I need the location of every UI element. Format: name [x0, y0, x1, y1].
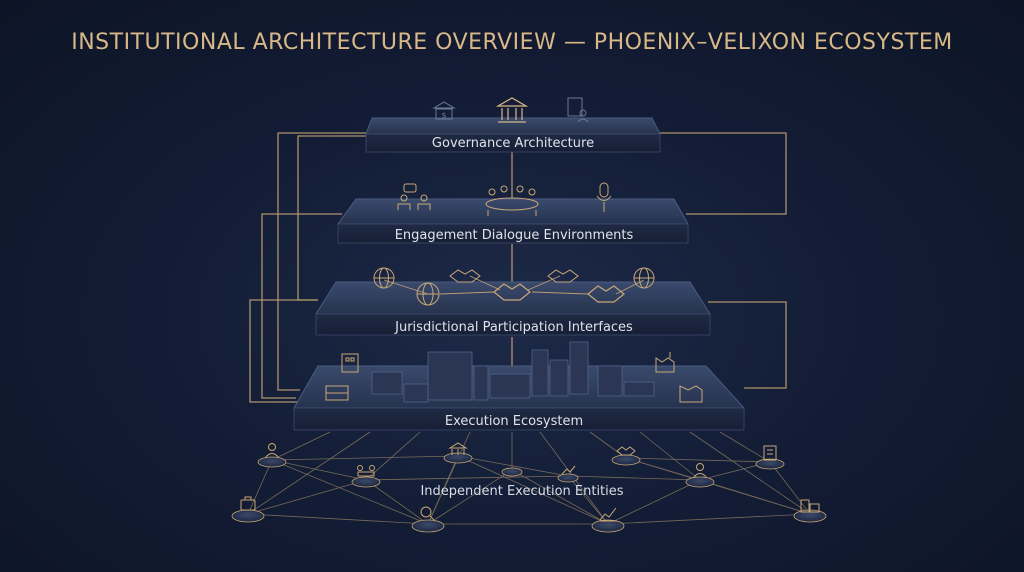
svg-text:$: $: [441, 111, 446, 120]
growth-icon: [561, 465, 576, 475]
layer-execution-ecosystem[interactable]: Execution Ecosystem: [293, 341, 746, 431]
conference-table-icon: [485, 185, 539, 216]
handshake-icon: [493, 283, 531, 301]
handshake-icon: [449, 269, 481, 283]
page-title: INSTITUTIONAL ARCHITECTURE OVERVIEW — PH…: [71, 30, 953, 55]
connector-lines: [249, 132, 787, 403]
bank-icon: [448, 442, 468, 455]
layer-label: Governance Architecture: [432, 136, 594, 151]
factory-icon: [655, 352, 675, 373]
entity-node[interactable]: [231, 496, 265, 523]
warehouse-icon: [325, 385, 349, 401]
entity-node[interactable]: [611, 446, 641, 466]
globe-icon: [416, 282, 440, 306]
layer-label: Execution Ecosystem: [445, 414, 583, 429]
building-icon: [341, 353, 359, 373]
entity-node[interactable]: [351, 465, 381, 488]
dialogue-meeting-icon: [397, 183, 431, 210]
globe-icon: [633, 267, 655, 289]
layer-governance-architecture[interactable]: $ Governance Architecture: [365, 97, 661, 153]
network-label: Independent Execution Entities: [420, 484, 623, 499]
layer-label: Engagement Dialogue Environments: [395, 228, 634, 243]
city-skyline-icon: [371, 341, 655, 403]
entity-node[interactable]: [501, 467, 523, 477]
handshake-icon: [587, 285, 625, 303]
microphone-icon: [596, 182, 612, 212]
entity-node[interactable]: [557, 465, 579, 483]
layer-engagement-dialogue-environments[interactable]: Engagement Dialogue Environments: [337, 182, 689, 244]
buildings-icon: [800, 499, 820, 513]
search-person-icon: [420, 506, 436, 522]
entity-node[interactable]: [443, 442, 473, 464]
document-user-icon: [567, 97, 589, 123]
chart-icon: [599, 507, 617, 522]
person-icon: [692, 463, 708, 479]
entity-nodes: [231, 442, 827, 533]
entity-network-lines: [247, 431, 811, 525]
briefcase-icon: [240, 496, 256, 511]
handshake-icon: [547, 269, 579, 283]
entity-node[interactable]: [685, 463, 715, 488]
entity-node[interactable]: [591, 507, 625, 533]
globe-icon: [373, 267, 395, 289]
entity-node[interactable]: [411, 506, 445, 533]
entity-node[interactable]: [793, 499, 827, 523]
meeting-icon: [357, 465, 375, 477]
entity-node[interactable]: [257, 443, 287, 468]
building-icon: [763, 445, 777, 461]
handshake-icon: [616, 446, 636, 456]
layer-jurisdictional-participation-interfaces[interactable]: Jurisdictional Participation Interfaces: [315, 267, 711, 336]
bank-dollar-icon: $: [432, 101, 456, 120]
entity-node[interactable]: [755, 445, 785, 470]
bank-icon: [495, 97, 529, 123]
person-icon: [264, 443, 280, 459]
layer-label: Jurisdictional Participation Interfaces: [394, 320, 633, 335]
factory-icon: [679, 385, 703, 403]
